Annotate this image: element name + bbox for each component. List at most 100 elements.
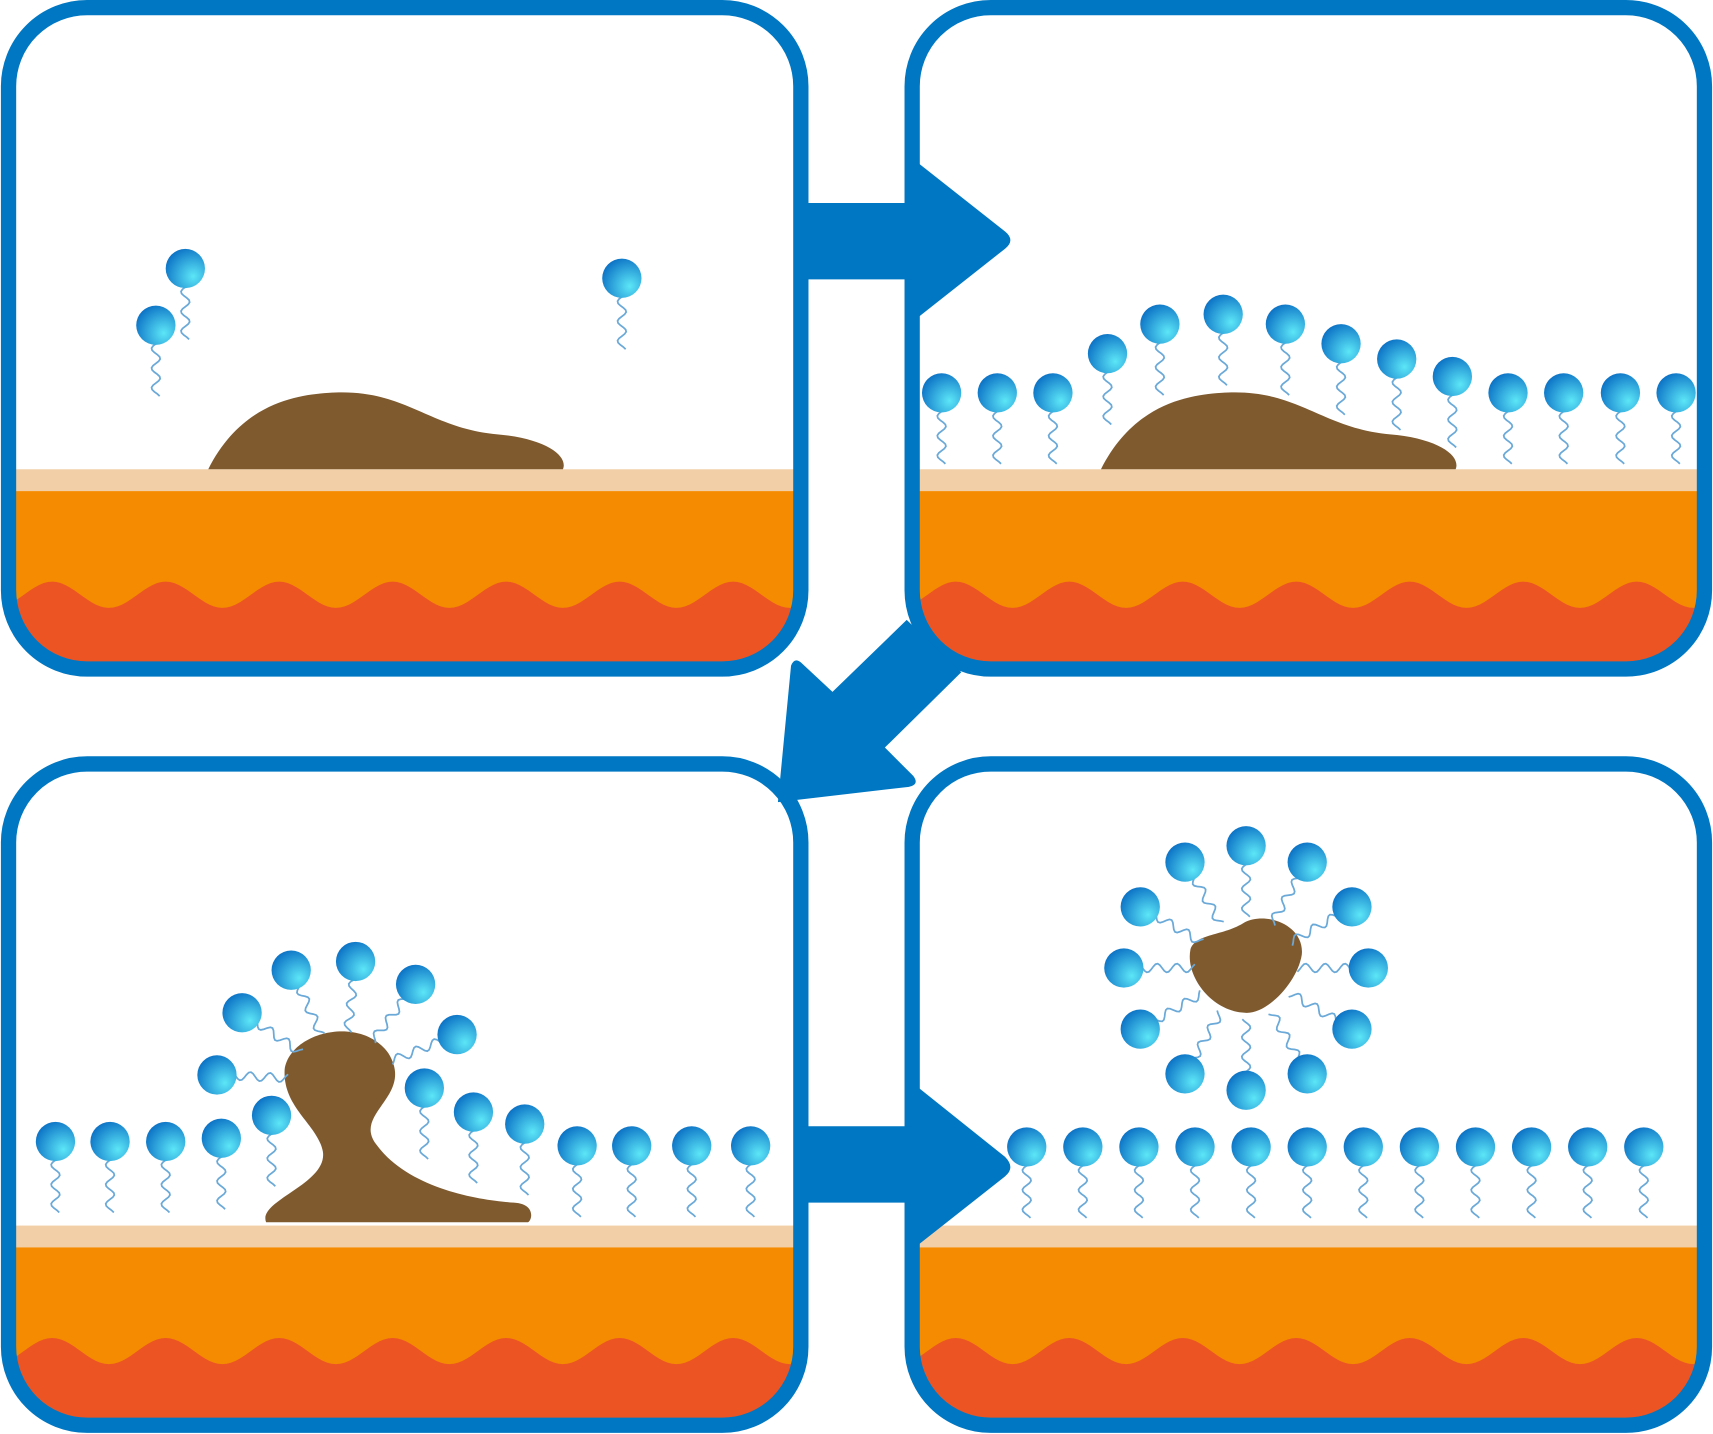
surfactant-molecule	[453, 1092, 494, 1184]
surfactant-head	[1348, 948, 1388, 988]
surfactant-molecule	[1203, 294, 1243, 386]
surfactant-tail	[1270, 877, 1299, 926]
surfactant-molecule	[1544, 373, 1584, 465]
surfactant-tail	[1155, 916, 1204, 944]
surfactant-molecule	[197, 1055, 289, 1095]
surfactant-tail	[936, 410, 947, 465]
surfactant-molecule	[146, 1121, 186, 1214]
surfactant-tail	[1470, 1164, 1481, 1219]
surfactant-tail	[1194, 1010, 1222, 1059]
surfactant-head	[271, 950, 311, 990]
surfactant-molecule	[730, 1126, 771, 1218]
surfactant-head	[35, 1121, 76, 1162]
surfactant-tail	[1526, 1164, 1537, 1219]
surfactant-head	[90, 1121, 130, 1162]
panel-step-1	[0, 0, 809, 677]
surfactant-head	[1377, 339, 1417, 379]
surfactant-molecule	[1140, 304, 1180, 396]
surfactant-molecule	[1120, 990, 1201, 1049]
surfactant-head	[1432, 356, 1473, 397]
surfactant-tail	[1240, 863, 1252, 918]
surfactant-molecule	[1119, 1127, 1159, 1219]
panel-content	[8, 7, 801, 669]
surfactant-molecule	[1270, 842, 1327, 926]
surfactant-tail	[266, 1133, 277, 1187]
surfactant-head	[165, 248, 205, 289]
surfactant-tail	[1301, 1164, 1313, 1219]
surfactant-molecule	[1231, 1127, 1271, 1219]
surfactant-head	[1265, 304, 1306, 344]
surfactant-molecule	[1265, 304, 1306, 396]
surfactant-head	[146, 1121, 186, 1162]
surfactant-tail	[50, 1159, 61, 1214]
surfactant-head	[197, 1055, 237, 1095]
surfactant-molecule	[1120, 887, 1204, 944]
surfactant-head	[1063, 1127, 1103, 1167]
surfactant-molecule	[335, 941, 376, 1033]
surfactant-head	[404, 1068, 444, 1108]
surfactant-tail	[1638, 1164, 1650, 1219]
surfactant-head	[1119, 1127, 1159, 1167]
panel-step-2	[904, 0, 1713, 677]
oil-dirt	[208, 392, 564, 470]
surfactant-head	[1175, 1127, 1215, 1167]
surfactant-tail	[1240, 1018, 1252, 1073]
surfactant-head	[437, 1014, 477, 1055]
surfactant-tail	[1133, 1164, 1145, 1219]
surfactant-molecule	[1226, 826, 1266, 918]
surfactant-molecule	[1511, 1127, 1552, 1219]
surfactant-tail	[1582, 1164, 1593, 1219]
surfactant-molecule	[1455, 1127, 1496, 1219]
surfactant-molecule	[977, 373, 1017, 465]
arrow-step2-to-step3	[777, 619, 962, 803]
surfactant-head	[505, 1104, 545, 1144]
surfactant-molecule	[1063, 1127, 1103, 1219]
surfactant-molecule	[391, 1014, 477, 1065]
surfactant-head	[1165, 842, 1205, 882]
surfactant-head	[1104, 948, 1144, 988]
surfactant-molecule	[612, 1126, 652, 1218]
surfactant-head	[1231, 1127, 1271, 1167]
surfactant-molecule	[1007, 1127, 1047, 1219]
surfactant-tail	[180, 286, 191, 341]
surfactant-head	[1568, 1127, 1608, 1167]
surfactant-molecule	[271, 950, 325, 1034]
surfactant-head	[1007, 1127, 1047, 1167]
surfactant-head	[1455, 1127, 1496, 1167]
surfactant-molecule	[1104, 948, 1196, 988]
oil-dirt	[1100, 392, 1457, 470]
surfactant-tail	[1358, 1164, 1369, 1219]
surfactant-molecule	[165, 248, 205, 341]
skin-surface-layer	[8, 469, 801, 492]
surfactant-tail	[1047, 410, 1059, 465]
surfactant-tail	[343, 979, 358, 1033]
surfactant-tail	[1141, 962, 1196, 974]
surfactant-tail	[1021, 1164, 1032, 1219]
surfactant-molecule	[222, 993, 304, 1053]
surfactant-head	[1544, 373, 1584, 413]
surfactant-molecule	[1033, 373, 1073, 465]
surfactant-tail	[150, 343, 162, 397]
surfactant-head	[1656, 373, 1696, 413]
panel-step-4	[904, 756, 1713, 1433]
surfactant-tail	[104, 1159, 116, 1214]
skin-deep-layer	[8, 581, 801, 669]
surfactant-molecule	[557, 1126, 597, 1218]
surfactant-molecule	[1268, 1013, 1327, 1094]
surfactant-molecule	[1432, 356, 1473, 449]
panel-step-3	[0, 756, 809, 1433]
surfactant-molecule	[921, 373, 962, 465]
surfactant-molecule	[602, 258, 642, 350]
surfactant-tail	[216, 1156, 227, 1210]
surfactant-tail	[1280, 341, 1291, 396]
surfactant-tail	[1447, 394, 1458, 449]
surfactant-head	[1332, 887, 1372, 927]
skin-deep-layer	[912, 581, 1705, 669]
surfactant-head	[1399, 1127, 1440, 1167]
panel-content	[8, 763, 801, 1426]
surfactant-molecule	[90, 1121, 130, 1214]
surfactant-molecule	[1568, 1127, 1608, 1219]
surfactant-head	[1226, 826, 1266, 866]
surfactant-molecule	[1399, 1127, 1440, 1219]
skin-deep-layer	[8, 1337, 801, 1426]
